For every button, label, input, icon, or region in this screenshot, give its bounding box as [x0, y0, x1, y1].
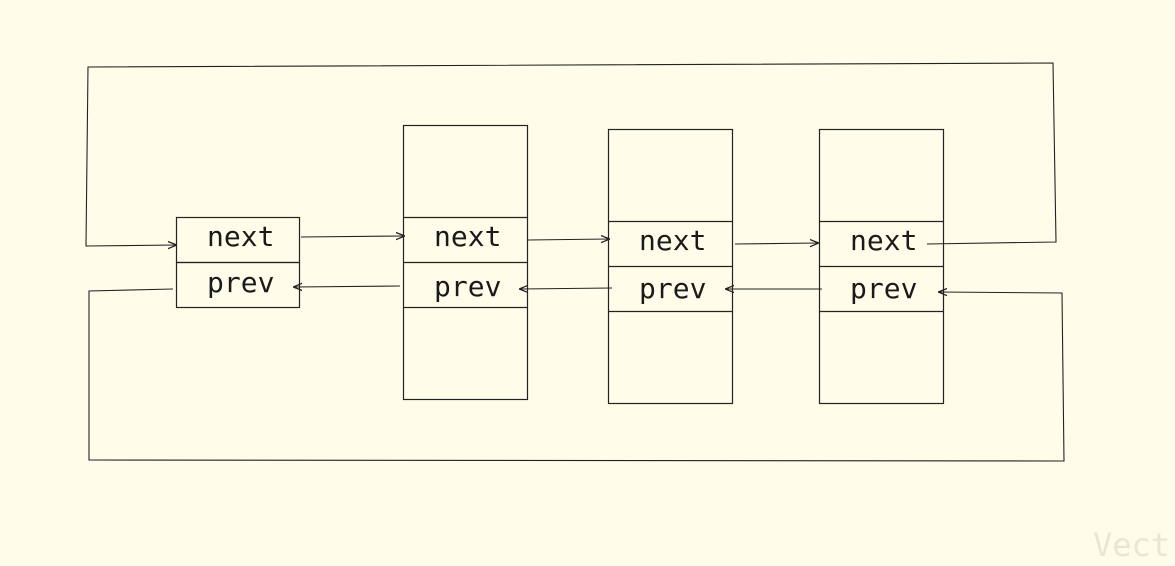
prev-arrow-1-to-0 [294, 286, 401, 287]
list-node-0: next prev [175, 216, 301, 309]
node-0-prev-label: prev [207, 266, 274, 299]
node-3-next-label: next [850, 224, 917, 257]
list-node-2: next prev [607, 128, 734, 405]
next-wraparound-arrow-3-to-0 [85, 62, 1057, 246]
list-node-1: next prev [402, 124, 529, 401]
list-node-3: next prev [818, 128, 945, 405]
node-1-prev-label: prev [434, 270, 501, 303]
next-pointer-arrows [85, 62, 1057, 246]
prev-wraparound-arrow-0-to-3 [88, 289, 1065, 462]
next-arrow-2-to-3 [734, 243, 818, 244]
node-1-next-label: next [434, 220, 501, 253]
prev-arrow-2-to-1 [520, 288, 613, 289]
node-2-prev-label: prev [639, 272, 706, 305]
next-arrow-0-to-1 [300, 236, 404, 237]
watermark-text: Vect [1093, 526, 1171, 564]
node-2-next-label: next [639, 224, 706, 257]
node-0-next-label: next [207, 220, 274, 253]
next-arrow-1-to-2 [527, 239, 609, 240]
node-3-prev-label: prev [850, 272, 917, 305]
prev-pointer-arrows [88, 286, 1065, 462]
